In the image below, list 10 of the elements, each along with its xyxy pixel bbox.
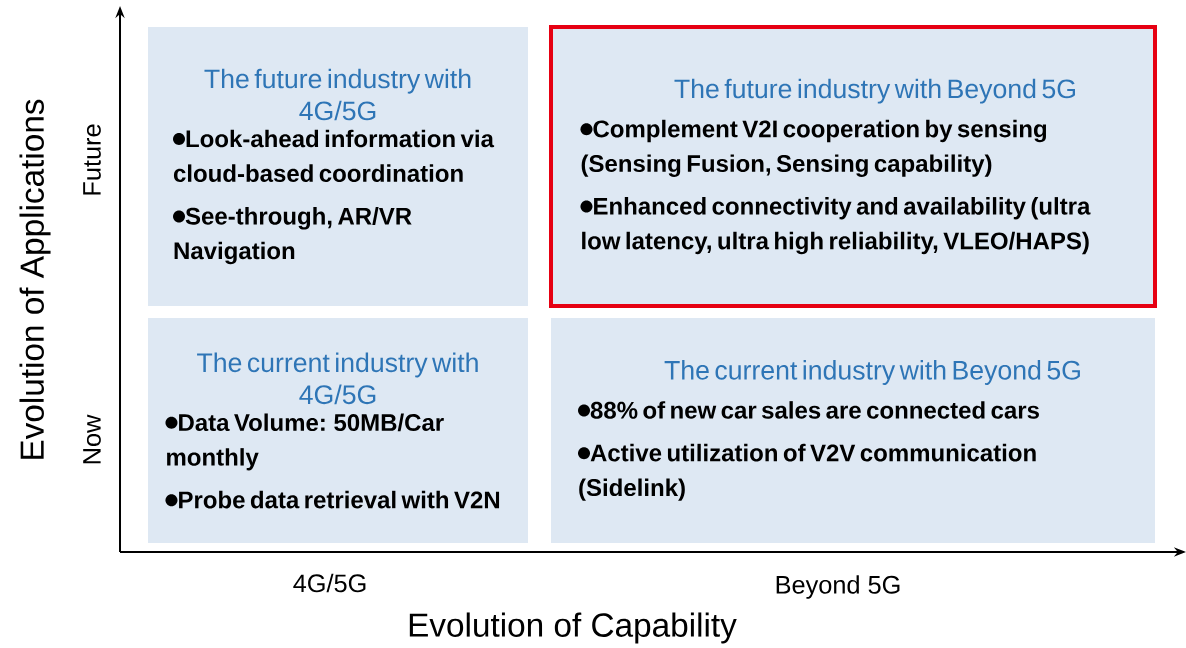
axis-label: 4G/5G bbox=[293, 573, 366, 593]
axis-label: Beyond 5G bbox=[776, 575, 900, 599]
axis-title: Evolution of Applications bbox=[19, 99, 51, 459]
axis-title: Evolution of Capability bbox=[409, 612, 737, 644]
quadrant-box: The future industry with 4G/5G Look-ahead information via cloud-based coordination See-through, AR/VR Navigation bbox=[148, 27, 528, 306]
quadrant-box: The future industry with Beyond 5G Complement V2I cooperation by sensing (Sensing Fusion, Sensing capability) Enhanced connectivity and availability (ultra low latency, ultra high reliability, VLEO/HAPS) bbox=[549, 25, 1157, 308]
axis-label: Future bbox=[83, 124, 101, 195]
quadrant-box: The current industry with 4G/5G Data Volume: 50MB/Car monthly Probe data retrieval with V2N bbox=[148, 317, 528, 544]
axis-label: Now bbox=[83, 414, 101, 464]
quadrant-box: The current industry with Beyond 5G 88% of new car sales are connected cars Active utilization of V2V communication (Sidelink) bbox=[551, 317, 1155, 544]
